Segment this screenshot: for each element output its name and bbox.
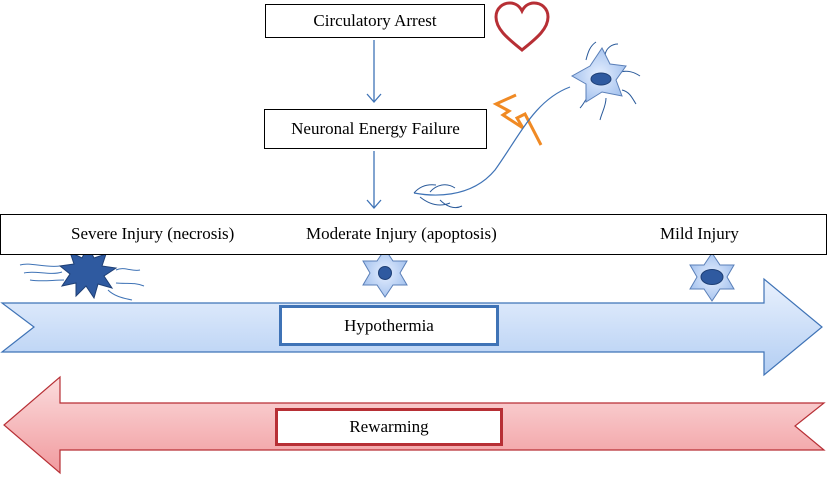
neuron-icon bbox=[413, 41, 641, 209]
rewarming-label: Rewarming bbox=[349, 417, 429, 436]
flow-arrow-1 bbox=[366, 40, 382, 103]
circulatory-arrest-label: Circulatory Arrest bbox=[313, 11, 437, 30]
mild-injury-label: Mild Injury bbox=[660, 224, 739, 243]
rewarming-box: Rewarming bbox=[275, 408, 503, 446]
circulatory-arrest-box: Circulatory Arrest bbox=[265, 4, 485, 38]
flow-arrow-2 bbox=[366, 151, 382, 209]
neuronal-energy-failure-label: Neuronal Energy Failure bbox=[291, 119, 460, 138]
apoptotic-cell-icon bbox=[362, 248, 408, 298]
injury-severity-bar: Severe Injury (necrosis) Moderate Injury… bbox=[0, 214, 827, 255]
moderate-injury-label: Moderate Injury (apoptosis) bbox=[306, 224, 497, 243]
severe-injury-label: Severe Injury (necrosis) bbox=[71, 224, 235, 243]
hypothermia-box: Hypothermia bbox=[279, 305, 499, 346]
mild-cell-icon bbox=[689, 252, 735, 302]
heart-icon bbox=[494, 1, 550, 52]
lightning-icon bbox=[492, 93, 543, 146]
necrotic-cell-icon bbox=[19, 244, 145, 301]
neuronal-energy-failure-box: Neuronal Energy Failure bbox=[264, 109, 487, 149]
hypothermia-label: Hypothermia bbox=[344, 315, 434, 335]
